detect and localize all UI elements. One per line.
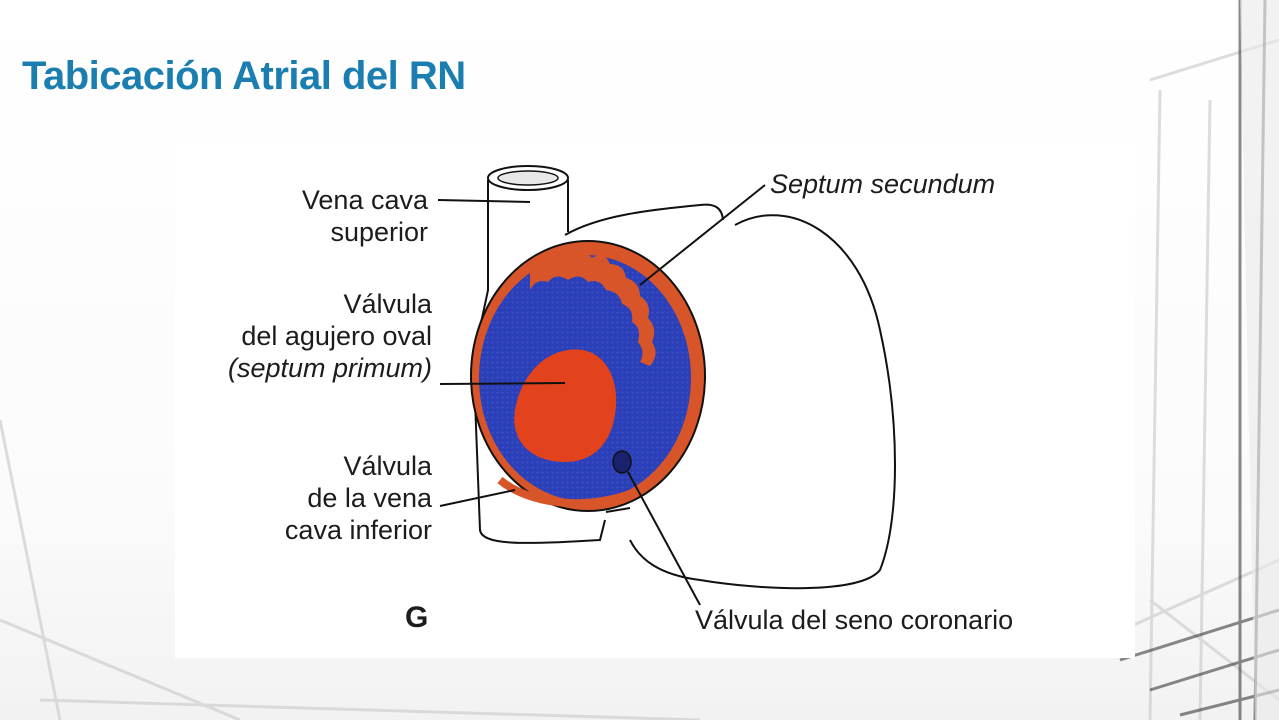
label-vena-cava-superior: Vena cava superior <box>230 184 428 248</box>
leader-line-septum-primum <box>439 382 566 385</box>
atrial-roof-outline <box>564 203 724 236</box>
label-line: Válvula <box>343 451 432 481</box>
label-line: superior <box>330 217 428 247</box>
secundum-scalloped-edge <box>530 251 656 366</box>
label-valvula-vena-cava-inferior: Válvula de la vena cava inferior <box>220 450 432 546</box>
coronary-sinus-opening <box>612 450 632 474</box>
leader-line-vena-cava <box>437 199 531 203</box>
leader-line-ivc-valve <box>439 489 516 507</box>
label-valvula-seno-coronario: Válvula del seno coronario <box>695 605 1014 635</box>
label-line: Vena cava <box>301 185 428 215</box>
leader-line-coronary-sinus <box>627 471 701 606</box>
label-valvula-agujero-oval: Válvula del agujero oval (septum primum) <box>160 288 432 384</box>
septum-primum <box>514 349 617 462</box>
label-line: Válvula <box>343 289 432 319</box>
label-line: cava inferior <box>284 515 432 545</box>
atrium-outline <box>629 214 896 590</box>
label-line: (septum primum) <box>227 353 432 383</box>
leader-line-septum-secundum <box>639 184 766 286</box>
slide-title: Tabicación Atrial del RN <box>22 54 466 98</box>
inferior-vena-cava-valve-shape <box>497 476 642 508</box>
label-septum-secundum: Septum secundum <box>770 169 996 199</box>
label-line: de la vena <box>307 483 432 513</box>
label-line: del agujero oval <box>241 321 432 351</box>
panel-letter: G <box>405 601 429 634</box>
